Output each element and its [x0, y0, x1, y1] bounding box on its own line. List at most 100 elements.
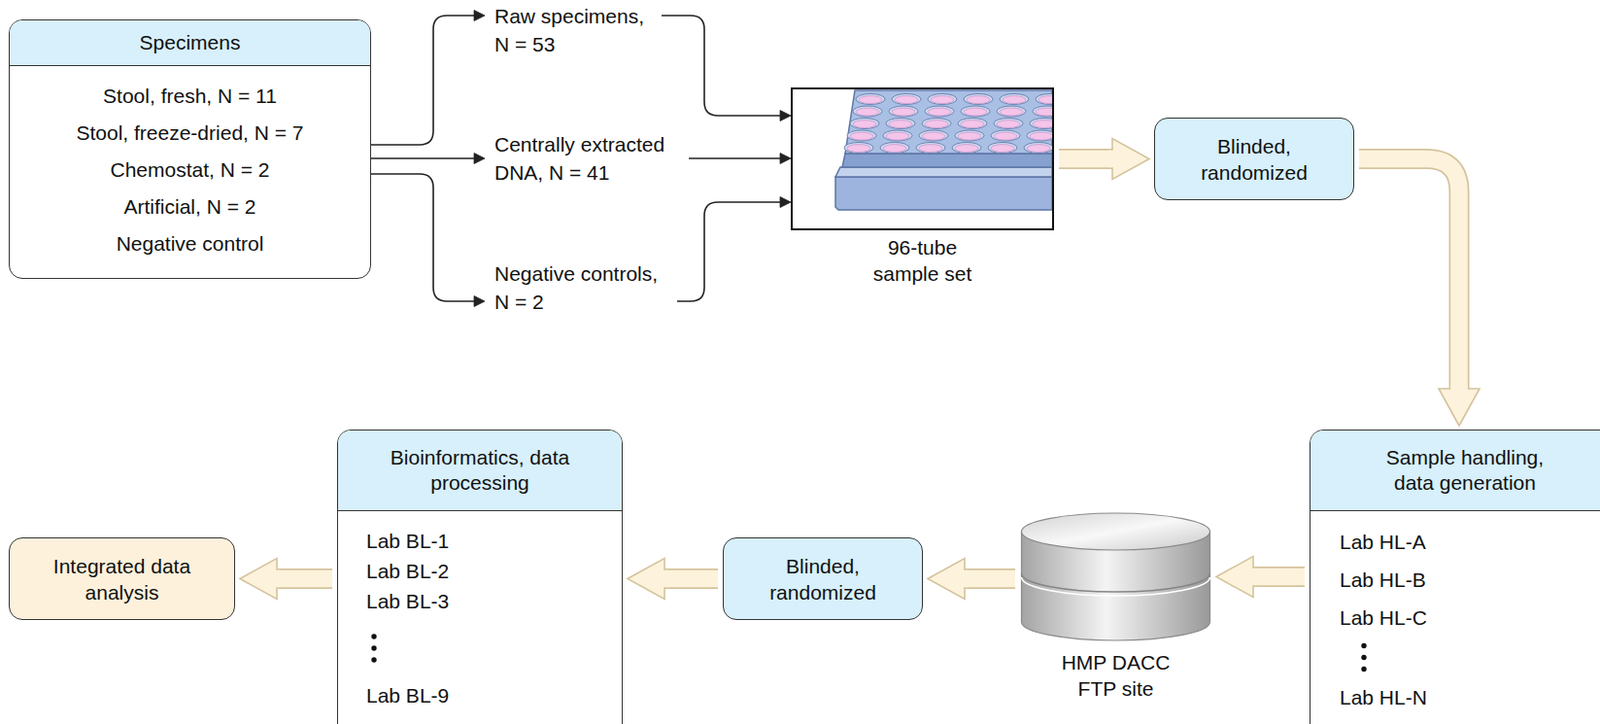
- arrowhead: [474, 10, 485, 22]
- well-rim: [1023, 142, 1053, 154]
- header-text: Specimens: [139, 30, 241, 56]
- block-arrow-joint: [1450, 384, 1468, 392]
- plate-skirt-front: [835, 176, 1053, 210]
- well: [921, 132, 946, 140]
- process-box: Blinded, randomized: [722, 537, 923, 620]
- block-arrow-shaft: [662, 570, 718, 588]
- well: [888, 120, 913, 129]
- block-arrow-outline: [1359, 159, 1460, 392]
- well-rim: [855, 94, 886, 105]
- well: [855, 107, 880, 116]
- box-text: Integrated data analysis: [44, 552, 201, 606]
- well-rim: [916, 142, 946, 154]
- body-text: Lab BL-3: [366, 586, 449, 615]
- body-text: Chemostat, N = 2: [110, 158, 271, 182]
- well-rim: [850, 118, 880, 130]
- connector-line: [661, 15, 783, 116]
- dot: [371, 656, 376, 662]
- well: [847, 144, 871, 153]
- block-arrow-shaft: [1359, 159, 1460, 392]
- body-text: Lab BL-1: [366, 526, 449, 555]
- body-text: Lab HL-N: [1339, 682, 1428, 712]
- well: [924, 120, 949, 129]
- connector: [627, 558, 718, 600]
- cylinder-seam-light: [1021, 577, 1211, 596]
- edge-label-text: Negative controls, N = 2: [494, 259, 668, 316]
- well: [999, 107, 1023, 116]
- dot: [371, 633, 376, 639]
- well: [1026, 144, 1051, 153]
- connector: [1359, 159, 1480, 427]
- cylinder-illustration: [1020, 511, 1212, 642]
- arrowhead: [239, 558, 277, 600]
- ellipsis-dots-svg: [369, 614, 379, 681]
- arrowhead: [780, 110, 791, 122]
- block-arrow-joint: [1108, 150, 1116, 169]
- connector-line: [371, 157, 477, 160]
- well-rim: [883, 130, 913, 141]
- cylinder-seam: [1021, 573, 1211, 592]
- well: [891, 107, 916, 116]
- body-text: Negative control: [116, 232, 265, 256]
- well-rim: [888, 105, 919, 117]
- process-box: Blinded, randomized: [1154, 117, 1355, 201]
- block-arrow-outline: [1251, 566, 1305, 587]
- caption-text: 96-tube sample set: [864, 234, 982, 287]
- well-rim: [891, 94, 921, 105]
- edge-label-text: Raw specimens, N = 53: [494, 1, 652, 59]
- well: [957, 132, 982, 140]
- block-arrow-outline: [962, 568, 1016, 589]
- well-rim: [919, 130, 949, 141]
- connector-line: [677, 202, 783, 302]
- connector-line: [371, 15, 477, 145]
- well: [1002, 96, 1026, 104]
- dot: [1361, 666, 1366, 672]
- well-rim: [954, 130, 985, 141]
- well-rim: [990, 130, 1021, 141]
- box-text-wrap: Integrated data analysis: [44, 552, 201, 606]
- connector: [1058, 138, 1150, 180]
- well: [960, 120, 985, 129]
- well: [966, 96, 990, 104]
- well-rim: [1029, 118, 1053, 130]
- specimen-panel: SpecimensStool, fresh, N = 11Stool, free…: [8, 19, 372, 279]
- well-rim: [921, 118, 952, 130]
- connector: [239, 558, 333, 600]
- well: [885, 132, 910, 140]
- caption: 96-tube sample set: [864, 234, 982, 287]
- arrowhead: [1438, 388, 1480, 426]
- body-text: Lab HL-B: [1339, 565, 1427, 594]
- connector: [1216, 556, 1305, 598]
- block-arrow-outline: [662, 568, 718, 589]
- plate-frame: 96-tube sample set: [790, 87, 1055, 231]
- connector-line: [371, 173, 477, 302]
- caption: HMP DACC FTP site: [1055, 648, 1177, 702]
- well: [993, 132, 1018, 140]
- well: [1035, 107, 1053, 116]
- well: [1032, 120, 1053, 129]
- block-arrow-joint: [961, 570, 969, 588]
- plate-illustration: [792, 89, 1053, 229]
- arrowhead: [1216, 556, 1254, 598]
- plate-top: [845, 90, 1053, 154]
- box-body: Lab HL-ALab HL-BLab HL-CLab HL-N: [1310, 510, 1600, 724]
- arrowhead: [927, 558, 965, 600]
- block-arrow-shaft: [1058, 150, 1115, 169]
- arrowhead: [780, 197, 791, 208]
- well-rim: [960, 105, 990, 117]
- header-text: Bioinformatics, data processing: [390, 444, 571, 496]
- illustration-clip: [1020, 511, 1212, 642]
- box-text: Blinded, randomized: [759, 552, 886, 606]
- arrowhead: [627, 558, 665, 600]
- dot: [1361, 654, 1366, 660]
- block-arrow-joint: [273, 570, 281, 588]
- well-rim: [844, 142, 874, 154]
- well-rim: [847, 130, 877, 141]
- box-text-wrap: Blinded, randomized: [1191, 133, 1318, 186]
- block-arrow-outline: [1058, 148, 1115, 170]
- well: [883, 144, 907, 153]
- well-rim: [996, 105, 1026, 117]
- dot: [1361, 643, 1366, 648]
- box-header: Specimens: [9, 20, 371, 67]
